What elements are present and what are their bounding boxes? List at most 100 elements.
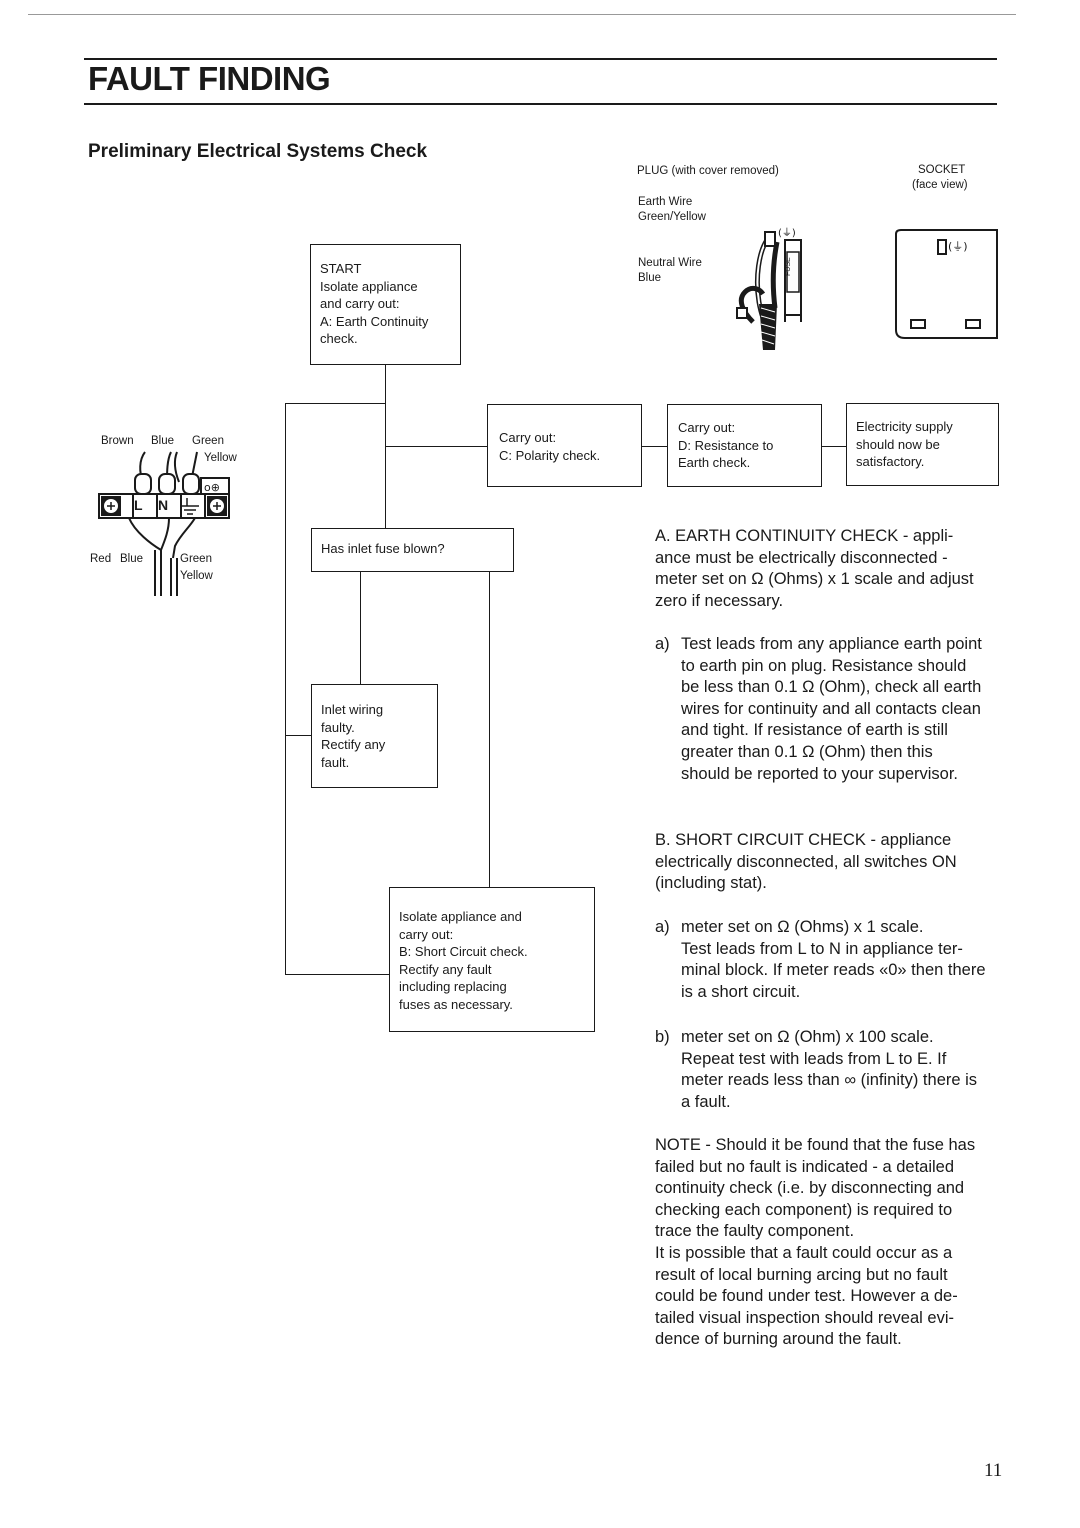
polarity-check-box: Carry out: C: Polarity check.: [487, 404, 642, 487]
text-line: Test leads from L to N in appliance ter-: [681, 939, 963, 958]
connector: [360, 571, 361, 684]
text-line: minal block. If meter reads «0» then the…: [681, 961, 986, 980]
text-line: is a short circuit.: [681, 982, 801, 1001]
earth-continuity-step-a: Test leads from any appliance earth poin…: [681, 634, 1001, 785]
fuse-label: FUSE: [785, 257, 792, 276]
earth-wire-colour: Green/Yellow: [638, 211, 706, 223]
text-line: Test leads from any appliance earth poin…: [681, 635, 982, 653]
resistance-box-line: Earth check.: [678, 455, 751, 470]
title-rule-top: [84, 58, 997, 60]
start-box-line: START: [320, 261, 362, 276]
supply-box-line: should now be: [856, 436, 940, 452]
terminal-block-illustration: o⊕: [98, 451, 230, 596]
text-line: a fault.: [681, 1092, 731, 1111]
earth-continuity-check: A. EARTH CONTINUITY CHECK - appli- ance …: [655, 526, 1000, 612]
text-line: checking each component) is required to: [655, 1200, 953, 1219]
red-wire-label: Red: [90, 553, 112, 565]
text-line: electrically disconnected, all switches …: [655, 852, 957, 871]
text-line: It is possible that a fault could occur …: [655, 1243, 953, 1262]
page-title: FAULT FINDING: [88, 60, 331, 97]
blue-wire-label-top: Blue: [151, 435, 175, 447]
text-line: meter reads less than ∞ (infinity) there…: [681, 1071, 978, 1090]
text-line: greater than 0.1 Ω (Ohm) then this: [681, 742, 933, 761]
start-box: START Isolate appliance and carry out: A…: [310, 244, 461, 365]
green-wire-label-top: Green: [192, 435, 224, 447]
text-line: and tight. If resistance of earth is sti…: [681, 721, 948, 740]
yellow-wire-label-bottom: Yellow: [180, 570, 213, 582]
blue-wire-label-bottom: Blue: [120, 553, 144, 565]
text-line: dence of burning around the fault.: [655, 1330, 902, 1349]
connector: [285, 735, 312, 736]
socket-caption-sub: (face view): [912, 179, 968, 191]
start-box-line: check.: [320, 331, 358, 346]
inlet-box-line: faulty.: [321, 719, 355, 735]
text-line: wires for continuity and all contacts cl…: [681, 699, 981, 718]
short-box-line: including replacing: [399, 979, 507, 994]
svg-text:(⏚): (⏚): [778, 227, 796, 239]
list-marker: b): [655, 1028, 670, 1046]
top-faint-rule: [28, 14, 1016, 15]
inlet-box-line: Inlet wiring: [321, 702, 384, 717]
short-circuit-step-b: meter set on Ω (Ohm) x 100 scale. Repeat…: [681, 1027, 1001, 1113]
start-box-line: and carry out:: [320, 296, 400, 311]
yellow-wire-label-top: Yellow: [204, 452, 237, 464]
list-marker: a): [655, 635, 670, 653]
text-line: Repeat test with leads from L to E. If: [681, 1049, 947, 1068]
start-box-line: Isolate appliance: [320, 278, 418, 294]
inlet-box-line: fault.: [321, 754, 350, 770]
earth-wire-label: Earth Wire: [638, 196, 693, 208]
socket-illustration: (⏚): [895, 229, 998, 339]
short-circuit-box: Isolate appliance and carry out: B: Shor…: [389, 887, 595, 1032]
text-line: failed but no fault is indicated - a det…: [655, 1157, 955, 1176]
connector: [489, 571, 490, 888]
supply-satisfactory-box: Electricity supply should now be satisfa…: [846, 403, 999, 486]
neutral-wire-label: Neutral Wire: [638, 257, 702, 269]
short-box-line: carry out:: [399, 926, 454, 942]
short-box-line: fuses as necessary.: [399, 996, 513, 1012]
resistance-box-line: D: Resistance to: [678, 437, 774, 453]
text-line: trace the faulty component.: [655, 1222, 855, 1241]
text-line: to earth pin on plug. Resistance should: [681, 656, 967, 675]
plug-caption: PLUG (with cover removed): [637, 165, 779, 177]
neutral-wire-colour: Blue: [638, 272, 662, 284]
connector: [285, 403, 286, 975]
fuse-box-line: Has inlet fuse blown?: [321, 541, 445, 556]
connector: [285, 403, 386, 404]
text-line: meter set on Ω (Ohms) x 1 scale and adju…: [655, 570, 974, 589]
text-line: A. EARTH CONTINUITY CHECK - appli-: [655, 527, 954, 545]
text-line: tailed visual inspection should reveal e…: [655, 1308, 954, 1327]
section-subtitle: Preliminary Electrical Systems Check: [88, 141, 428, 162]
short-box-line: Isolate appliance and: [399, 909, 522, 924]
resistance-box-line: Carry out:: [678, 420, 736, 435]
start-box-line: A: Earth Continuity: [320, 313, 429, 329]
resistance-check-box: Carry out: D: Resistance to Earth check.: [667, 404, 822, 487]
list-marker: a): [655, 918, 670, 936]
page-number: 11: [984, 1460, 1003, 1481]
text-line: zero if necessary.: [655, 591, 784, 610]
note-paragraph: NOTE - Should it be found that the fuse …: [655, 1135, 1000, 1351]
brown-wire-label: Brown: [101, 435, 134, 447]
text-line: continuity check (i.e. by disconnecting …: [655, 1179, 965, 1198]
short-circuit-check: B. SHORT CIRCUIT CHECK - appliance elect…: [655, 830, 1000, 895]
connector: [285, 974, 389, 975]
inlet-wiring-box: Inlet wiring faulty. Rectify any fault.: [311, 684, 438, 788]
plug-illustration: (⏚): [736, 227, 802, 350]
text-line: ance must be electrically disconnected -: [655, 548, 948, 567]
polarity-box-line: Carry out:: [499, 430, 557, 445]
short-circuit-step-a: meter set on Ω (Ohms) x 1 scale. Test le…: [681, 917, 1001, 1003]
green-wire-label-bottom: Green: [180, 553, 212, 565]
inlet-fuse-question-box: Has inlet fuse blown?: [311, 528, 514, 572]
connector: [822, 446, 847, 447]
connector: [642, 446, 667, 447]
polarity-box-line: C: Polarity check.: [499, 447, 601, 463]
short-box-line: B: Short Circuit check.: [399, 944, 528, 959]
supply-box-line: Electricity supply: [856, 419, 953, 434]
text-line: could be found under test. However a de-: [655, 1287, 958, 1306]
supply-box-line: satisfactory.: [856, 454, 925, 469]
title-rule-bottom: [84, 103, 997, 105]
text-line: meter set on Ω (Ohm) x 100 scale.: [681, 1028, 934, 1046]
text-line: NOTE - Should it be found that the fuse …: [655, 1136, 976, 1154]
socket-caption: SOCKET: [918, 164, 966, 176]
connector: [385, 446, 488, 447]
short-box-line: Rectify any fault: [399, 961, 492, 977]
